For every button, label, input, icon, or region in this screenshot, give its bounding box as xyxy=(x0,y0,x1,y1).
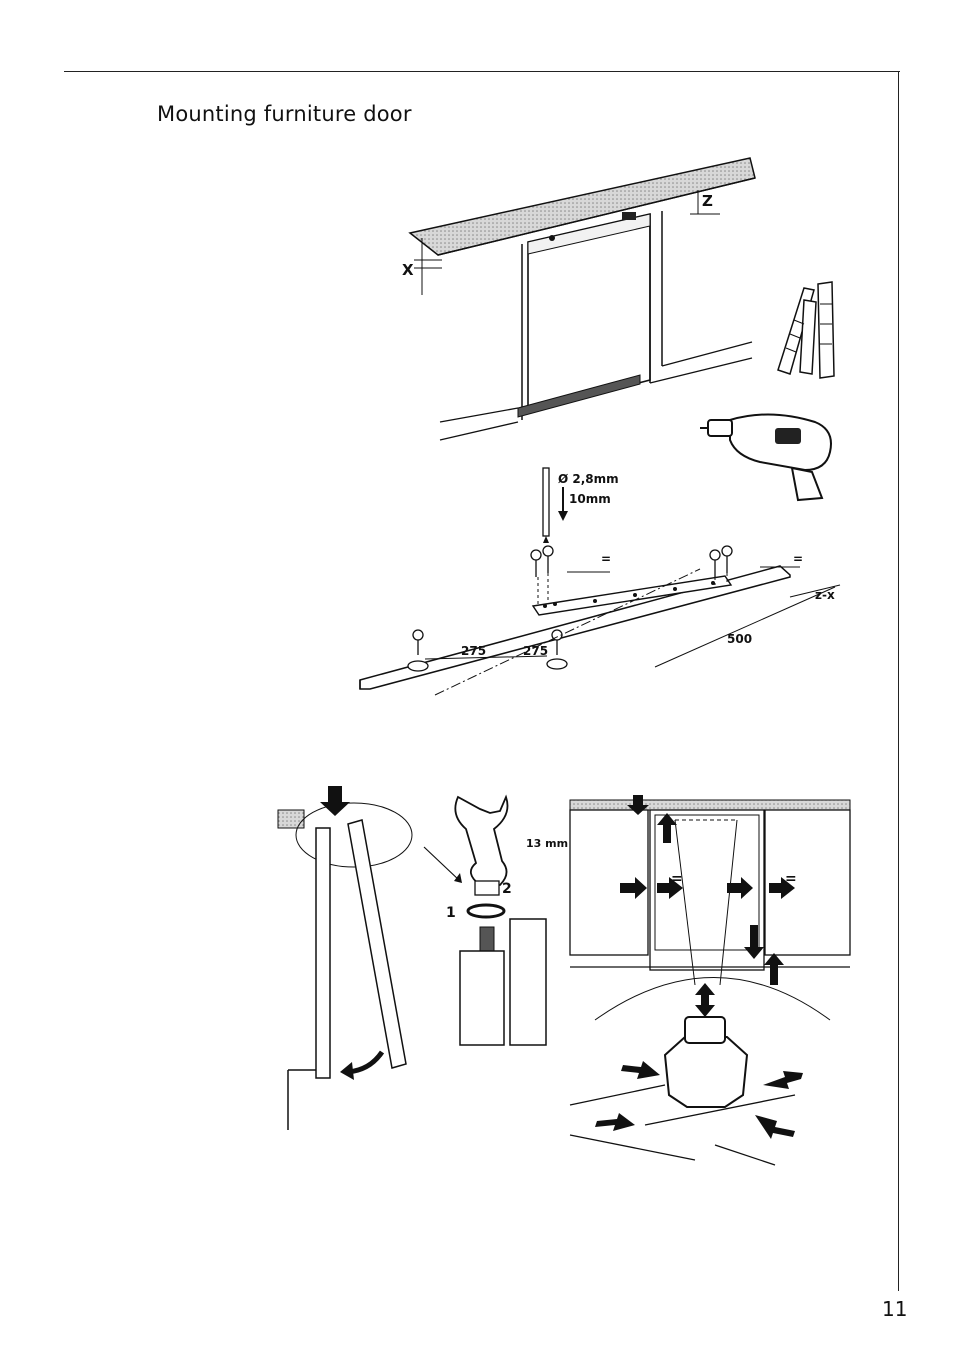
offset-label: z-x xyxy=(815,588,835,602)
cabinet-niche-figure: X Z xyxy=(402,157,756,441)
equal-mark-right: = xyxy=(793,552,803,566)
folding-ruler-icon xyxy=(777,281,835,379)
step-2: 2 xyxy=(502,881,512,897)
label-z: Z xyxy=(702,192,713,210)
power-drill-icon xyxy=(700,413,832,502)
equal-mark-front-right: = xyxy=(785,871,797,887)
wrench-size: 13 mm xyxy=(526,837,568,850)
page-title: Mounting furniture door xyxy=(157,102,412,126)
drill-diameter: Ø 2,8mm xyxy=(558,472,619,486)
dim-275-right: 275 xyxy=(523,644,548,658)
adjustable-foot-figure: 13 mm 2 1 xyxy=(423,794,568,1046)
equal-mark-left: = xyxy=(601,552,611,566)
page-number: 11 xyxy=(882,1297,908,1321)
drilling-template-figure: Ø 2,8mm 10mm = = z-x 275 275 500 xyxy=(359,467,841,696)
label-x: X xyxy=(402,261,414,279)
margin-rule xyxy=(898,71,899,1291)
dim-275-left: 275 xyxy=(461,644,486,658)
dim-500: 500 xyxy=(727,632,752,646)
step-1: 1 xyxy=(446,905,456,921)
front-adjustment-figure: = = xyxy=(569,795,851,1166)
equal-mark-front-left: = xyxy=(671,871,683,887)
door-side-view-figure xyxy=(277,786,413,1130)
header-rule xyxy=(64,71,900,72)
drill-depth: 10mm xyxy=(569,492,611,506)
